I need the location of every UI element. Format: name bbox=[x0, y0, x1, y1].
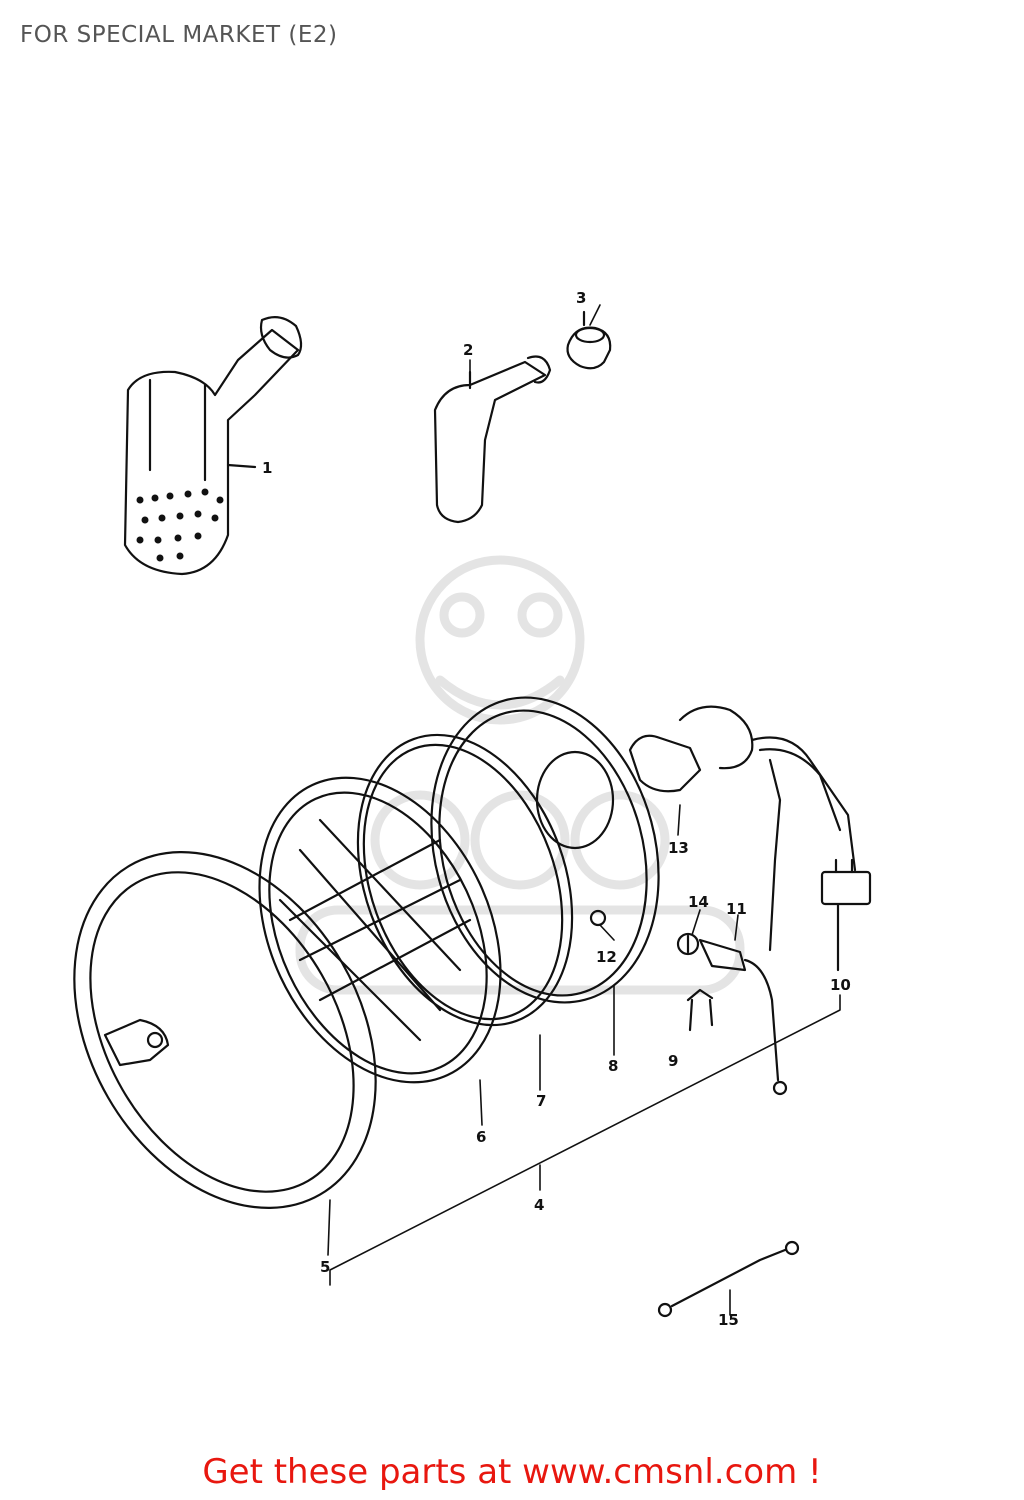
watermark-logo bbox=[295, 555, 745, 995]
part-labels: 1 2 3 4 5 6 7 8 9 10 11 12 13 14 15 bbox=[262, 289, 851, 1329]
label-part-1: 1 bbox=[262, 459, 272, 477]
part-8-reflector bbox=[430, 696, 660, 1004]
part-3-sleeve bbox=[566, 310, 612, 370]
label-part-13: 13 bbox=[668, 839, 689, 857]
label-part-2: 2 bbox=[463, 341, 473, 359]
label-part-12: 12 bbox=[596, 948, 617, 966]
label-part-5: 5 bbox=[320, 1258, 330, 1276]
leader-lines bbox=[327, 304, 841, 1316]
part-13-bulb-socket bbox=[628, 705, 857, 952]
part-15-ground-wire bbox=[657, 1240, 800, 1318]
part-6-lens bbox=[258, 776, 502, 1084]
label-part-6: 6 bbox=[476, 1128, 486, 1146]
label-part-9: 9 bbox=[668, 1052, 678, 1070]
label-part-3: 3 bbox=[576, 289, 586, 307]
part-1-lamp-cover bbox=[123, 315, 303, 576]
part-10-connector bbox=[820, 858, 872, 972]
label-part-7: 7 bbox=[536, 1092, 546, 1110]
part-5-rim bbox=[73, 851, 377, 1209]
part-2-elbow-connector bbox=[433, 355, 552, 524]
label-part-11: 11 bbox=[726, 900, 747, 918]
label-part-15: 15 bbox=[718, 1311, 739, 1329]
part-9-clip bbox=[686, 988, 714, 1032]
label-part-4: 4 bbox=[534, 1196, 544, 1214]
part-7-gasket bbox=[356, 733, 574, 1027]
part-12-screw bbox=[589, 909, 607, 927]
part-14-pilot-bulb bbox=[676, 932, 700, 956]
page-title: FOR SPECIAL MARKET (E2) bbox=[20, 22, 338, 48]
label-part-14: 14 bbox=[688, 893, 709, 911]
label-part-10: 10 bbox=[830, 976, 851, 994]
footer-link-text[interactable]: Get these parts at www.cmsnl.com ! bbox=[202, 1452, 822, 1492]
part-11-pilot-socket bbox=[698, 938, 788, 1096]
label-part-8: 8 bbox=[608, 1057, 618, 1075]
